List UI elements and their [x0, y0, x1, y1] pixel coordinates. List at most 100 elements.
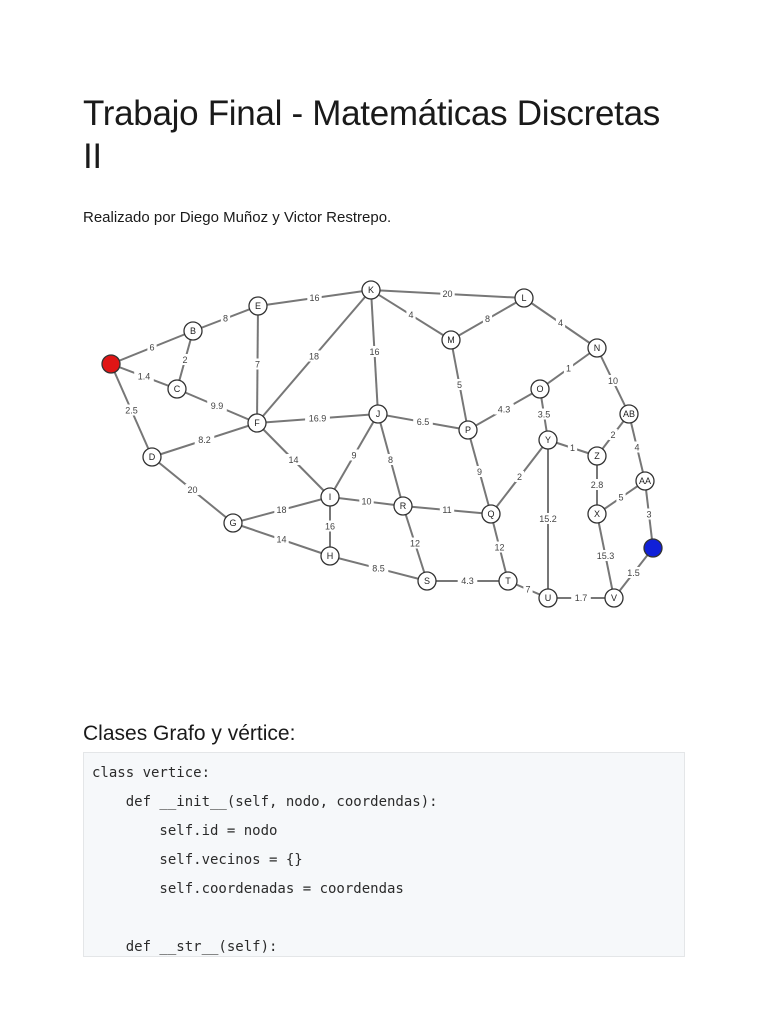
edge-weight-background — [534, 408, 554, 420]
edge-weight-label: 20 — [442, 289, 452, 299]
edge-weight-label: 4 — [634, 443, 639, 453]
node-circle — [498, 571, 518, 591]
node-circle — [183, 321, 203, 341]
node-circle — [142, 447, 162, 467]
graph-node-d: D — [142, 447, 162, 467]
node-circle — [368, 404, 388, 424]
edge-weight-background — [220, 312, 231, 324]
edge-weight-background — [286, 454, 301, 465]
edge-weight-background — [632, 441, 642, 453]
edge-weight-background — [252, 358, 263, 370]
edge-weight-label: 4 — [408, 310, 413, 320]
node-circle — [514, 288, 534, 308]
node-label: M — [447, 335, 455, 345]
graph-node-q: Q — [481, 504, 501, 524]
edge-weight-label: 7 — [525, 585, 530, 595]
edge-weight-background — [147, 341, 157, 353]
graph-node-j: J — [368, 404, 388, 424]
edge-weight-label: 5 — [457, 380, 462, 390]
edge-weight-label: 10 — [361, 497, 371, 507]
node-circle — [530, 379, 550, 399]
node-circle — [167, 379, 187, 399]
authors-line: Realizado por Diego Muñoz y Victor Restr… — [83, 209, 392, 226]
edge-weight-label: 8.2 — [198, 435, 211, 445]
graph-node-n: N — [587, 338, 607, 358]
node-circle — [441, 330, 461, 350]
edge-weight-label: 10 — [608, 376, 618, 386]
edge-weight-label: 7 — [255, 360, 260, 370]
graph-node-l: L — [514, 288, 534, 308]
node-circle — [320, 487, 340, 507]
edge-weight-label: 8 — [485, 314, 490, 324]
graph-node-p: P — [458, 420, 478, 440]
edge-weight-label: 15.2 — [539, 514, 557, 524]
graph-node-e: E — [248, 296, 268, 316]
edge-weight-label: 1.7 — [575, 593, 588, 603]
code-line: self.id = nodo — [92, 823, 278, 839]
edge-weight-label: 16 — [325, 522, 335, 532]
edge-weight-background — [555, 317, 566, 328]
edge-weight-background — [367, 346, 382, 357]
node-label: I — [329, 492, 332, 502]
edge-weight-label: 5 — [618, 493, 623, 503]
edge-weight-background — [322, 520, 338, 532]
node-circle — [619, 404, 639, 424]
node-label: V — [611, 593, 617, 603]
edge-weight-label: 12 — [494, 543, 504, 553]
node-label: Q — [487, 509, 494, 519]
graph-node-aa: AA — [635, 471, 655, 491]
graph-node-ss: S — [417, 571, 437, 591]
edge-weight-label: 2 — [610, 430, 615, 440]
node-label: N — [594, 343, 601, 353]
graph-node-end — [643, 538, 663, 558]
edge-weight-label: 18 — [309, 352, 319, 362]
node-circle — [248, 296, 268, 316]
edge-weight-background — [307, 292, 322, 303]
edge-weight-label: 14 — [276, 535, 286, 545]
node-circle — [481, 504, 501, 524]
code-line: self.vecinos = {} — [92, 852, 303, 868]
node-label: AA — [639, 476, 651, 486]
node-label: S — [424, 576, 430, 586]
edge-weight-background — [523, 583, 533, 595]
node-circle — [458, 420, 478, 440]
graph-node-k: K — [361, 280, 381, 300]
edge-weight-label: 16 — [309, 293, 319, 303]
code-line: def __str__(self): — [92, 939, 278, 955]
edge-weight-background — [494, 403, 514, 415]
node-circle — [361, 280, 381, 300]
node-circle — [635, 471, 655, 491]
edge-weight-label: 2 — [182, 355, 187, 365]
edge-weight-label: 14 — [288, 455, 298, 465]
edge-weight-label: 2.5 — [125, 406, 138, 416]
edge-weight-background — [593, 550, 618, 561]
edge-weight-label: 1.4 — [138, 372, 151, 382]
graph-node-f: F — [247, 413, 267, 433]
node-label: P — [465, 425, 471, 435]
node-label: T — [505, 576, 511, 586]
node-label: U — [545, 593, 552, 603]
edge-weight-background — [605, 375, 621, 386]
edge-weight-background — [274, 533, 289, 545]
node-circle — [604, 588, 624, 608]
edge-weight-background — [563, 362, 574, 374]
edge-weight-background — [407, 537, 423, 549]
edge-weight-background — [623, 567, 644, 578]
edge-weight-label: 12 — [410, 539, 420, 549]
edge-weight-label: 6 — [149, 343, 154, 353]
edge-weight-background — [349, 449, 359, 461]
node-circle — [587, 338, 607, 358]
graph-node-c: C — [167, 379, 187, 399]
edge-weight-label: 1 — [570, 443, 575, 453]
graph-node-t: T — [498, 571, 518, 591]
node-label: D — [149, 452, 156, 462]
edge-weight-background — [567, 442, 578, 453]
graph-node-r: R — [393, 496, 413, 516]
edge-weight-label: 4.3 — [498, 405, 511, 415]
edge-weight-background — [439, 504, 455, 515]
edge-weight-label: 9 — [351, 451, 356, 461]
